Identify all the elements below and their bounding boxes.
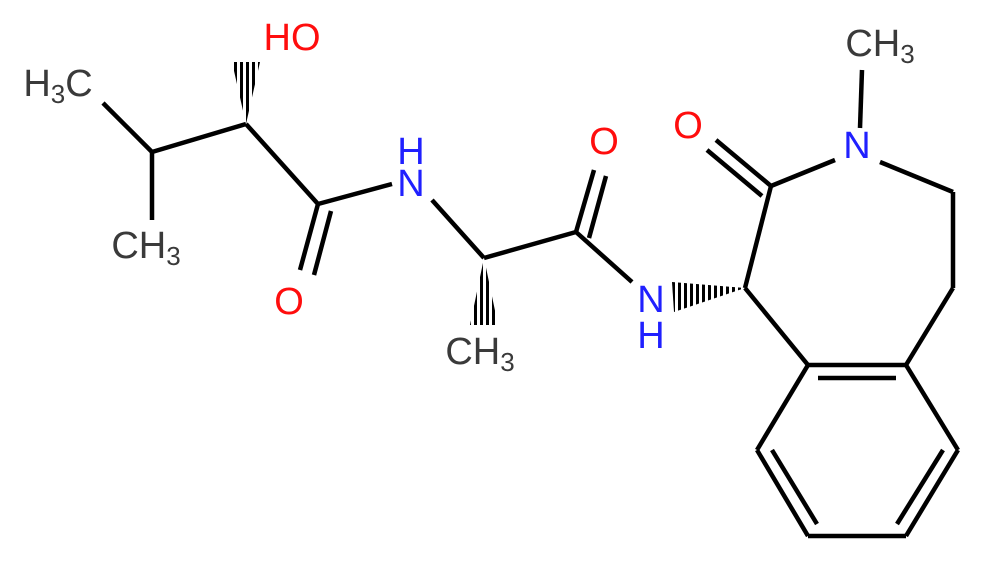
bond-c2-o2 — [573, 169, 597, 233]
bond-ar5 — [755, 448, 810, 538]
hashed-wedge-ch3 — [470, 258, 498, 325]
bond-cr-cco — [742, 185, 774, 289]
bond-ar6 — [755, 363, 810, 452]
bond-ar5-inner — [770, 448, 819, 526]
atom-nitrogen-2-h: H — [637, 315, 664, 357]
atom-nitrogen-2: N — [637, 279, 664, 321]
atom-oxygen-1: O — [274, 281, 304, 323]
atom-oxygen-3: O — [673, 105, 703, 147]
hashed-wedge-n2 — [672, 282, 745, 312]
bond-c1-o1-double — [311, 210, 334, 276]
atom-methyl-a: H3C — [23, 63, 92, 109]
atom-labels: HO H3C CH3 O N H CH3 O N H O N CH3 — [23, 17, 914, 377]
bond-cr-ar — [743, 286, 810, 367]
atom-nitrogen-1: N — [397, 163, 424, 205]
bond-ar2 — [904, 363, 960, 452]
hashed-wedge-oh — [232, 62, 260, 124]
bond-cco-n3 — [770, 157, 836, 189]
bond-calpha-c1 — [244, 122, 320, 206]
bond-calpha2-c2 — [483, 229, 577, 261]
bond-cco-o3-double — [705, 148, 764, 198]
atom-hydroxyl: HO — [264, 17, 321, 59]
bond-c2-o2-double — [586, 175, 609, 239]
bond-cco-o3 — [714, 138, 773, 188]
bond-c1-n1 — [317, 181, 393, 207]
bond-c1-o1 — [297, 203, 321, 271]
bond-n3-ch2 — [879, 159, 954, 195]
bond-ar3-inner — [895, 448, 945, 526]
bonds — [101, 62, 960, 539]
bond-n3-ch3 — [857, 69, 865, 129]
bond-ar3 — [904, 448, 960, 538]
bond-ch3-ch — [101, 101, 154, 154]
atom-oxygen-2: O — [589, 121, 619, 163]
bond-n1-calpha2 — [430, 198, 486, 260]
atom-nitrogen-3: N — [843, 125, 870, 167]
atom-methyl-b: CH3 — [111, 225, 180, 271]
atom-nitrogen-1-h: H — [397, 131, 424, 173]
atom-methyl-c: CH3 — [445, 331, 514, 377]
bond-ch-calpha — [151, 121, 247, 155]
bond-ch2-ar — [904, 286, 955, 367]
atom-methyl-d: CH3 — [845, 23, 914, 69]
bond-c2-n2 — [574, 230, 634, 284]
